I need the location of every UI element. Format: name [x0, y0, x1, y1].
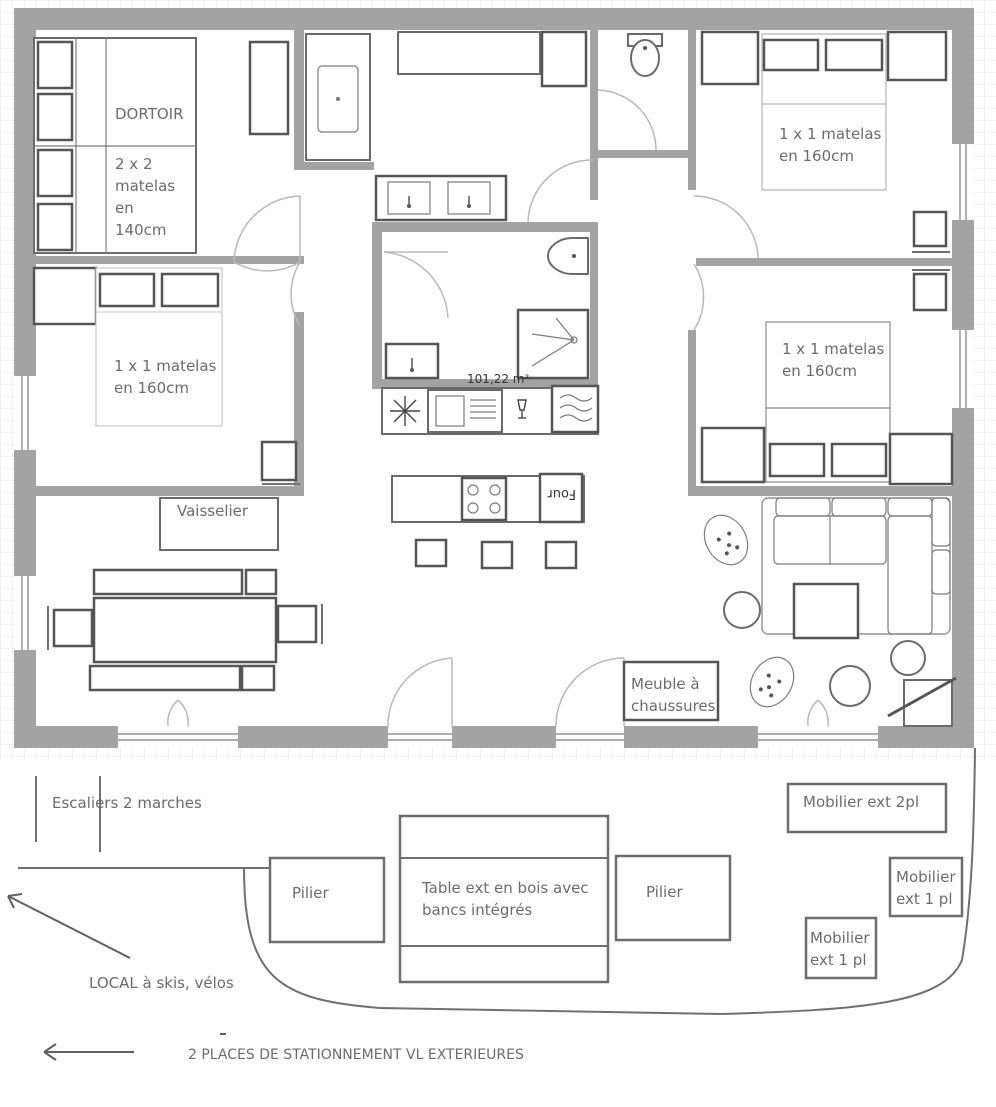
dortoir-beds-line-4: 140cm: [115, 221, 167, 239]
dortoir-beds: [33, 37, 290, 254]
bedroom-top-right-furniture: [700, 30, 950, 253]
table-label-2: bancs intégrés: [422, 901, 532, 919]
bedroom-right-label-1: 1 x 1 matelas: [782, 340, 885, 358]
bedroom-top-right-label-1: 1 x 1 matelas: [779, 125, 882, 143]
outside-structures: [7, 747, 976, 1061]
meuble-chaussures-label-2: chaussures: [631, 697, 716, 715]
bedroom-right-label-2: en 160cm: [782, 362, 857, 380]
dortoir-beds-line-1: 2 x 2: [115, 155, 153, 173]
pilier-left-label: Pilier: [292, 884, 329, 902]
kitchen-counter: [381, 384, 600, 435]
shower-room-fixtures: [384, 237, 590, 380]
bedroom-left-furniture: [32, 266, 300, 485]
area-label: 101,22 m²: [467, 372, 529, 386]
pilier-right-label: Pilier: [646, 883, 683, 901]
mobilier-1pl-b-label-2: ext 1 pl: [810, 951, 867, 969]
doors: [167, 89, 829, 727]
toilet-top: [627, 33, 663, 77]
mobilier-1pl-b-label-1: Mobilier: [810, 929, 870, 947]
table-label-1: Table ext en bois avec: [421, 879, 589, 897]
dortoir-beds-line-3: en: [115, 199, 134, 217]
living-furniture: [622, 497, 957, 727]
bathroom-fixtures: [305, 30, 588, 222]
local-label: LOCAL à skis, vélos: [89, 974, 234, 992]
meuble-chaussures-label-1: Meuble à: [631, 675, 700, 693]
kitchen-island: [391, 472, 585, 570]
vaisselier-label: Vaisselier: [177, 502, 249, 520]
mobilier-1pl-a-label-1: Mobilier: [896, 868, 956, 886]
wine-glass-icon: [517, 399, 527, 419]
mobilier-2pl-label: Mobilier ext 2pl: [803, 793, 919, 811]
dortoir-title: DORTOIR: [115, 105, 184, 123]
bedroom-right-furniture: [700, 269, 954, 486]
mobilier-1pl-a-label-2: ext 1 pl: [896, 890, 953, 908]
escaliers-label: Escaliers 2 marches: [52, 794, 202, 812]
freezer-icon: [390, 396, 420, 426]
oven-label: Four: [547, 486, 576, 501]
parking-label: 2 PLACES DE STATIONNEMENT VL EXTERIEURES: [188, 1047, 524, 1063]
windows: [14, 144, 974, 748]
bedroom-left-label-1: 1 x 1 matelas: [114, 357, 217, 375]
dortoir-beds-line-2: matelas: [115, 177, 175, 195]
dining-furniture: [47, 497, 323, 692]
bedroom-left-label-2: en 160cm: [114, 379, 189, 397]
bedroom-top-right-label-2: en 160cm: [779, 147, 854, 165]
